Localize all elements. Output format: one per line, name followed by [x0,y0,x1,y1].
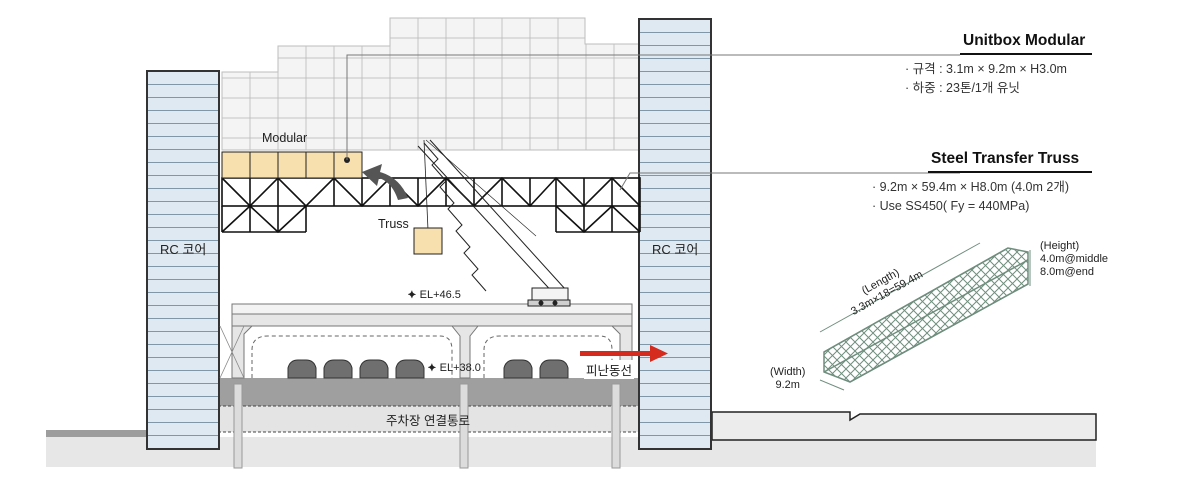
width-value: 9.2m [775,379,800,391]
leader-lines [346,54,960,191]
truss-spec-material: · Use SS450( Fy = 440MPa) [872,199,1030,213]
unitbox-spec-size: · 규격 : 3.1m × 9.2m × H3.0m [905,62,1067,76]
unitbox-underline [960,53,1092,55]
elevation-icon: ⯌ [408,289,420,301]
hoisting-arrow [362,164,408,200]
width-annotation: (Width) 9.2m [770,366,805,392]
height-end: 8.0m@end [1040,266,1094,278]
evacuation-label: 피난동선 [584,360,635,379]
parked-cars [287,359,569,379]
truss-label: Truss [378,217,409,231]
unitbox-spec-load: · 하중 : 23톤/1개 유닛 [905,81,1020,95]
elevation-upper-text: EL+46.5 [419,289,461,301]
parking-passage-label: 주차장 연결통로 [386,414,470,428]
height-annotation: (Height) 4.0m@middle 8.0m@end [1040,240,1108,279]
elevation-lower: ⯌ EL+38.0 [428,362,481,375]
iso-truss [819,242,1031,391]
truss-spec-title: Steel Transfer Truss [931,150,1080,167]
unitbox-title: Unitbox Modular [963,32,1086,49]
crane [417,139,571,307]
rc-core-left-label: RC 코어 [160,242,207,257]
deck-slab [219,303,633,379]
transfer-truss [221,176,641,234]
height-label: (Height) [1040,240,1080,252]
width-label: (Width) [770,366,806,378]
truss-spec-underline [928,171,1092,173]
truss-specs: · 9.2m × 59.4m × H8.0m (4.0m 2개) · Use S… [872,178,1069,216]
ground [46,378,1097,469]
modular-units [221,151,363,179]
modular-label: Modular [262,131,308,145]
elevation-lower-text: EL+38.0 [439,362,481,374]
rc-core-left [146,70,220,450]
height-middle: 4.0m@middle [1040,253,1109,265]
elevation-icon: ⯌ [428,362,440,374]
truss-spec-size: · 9.2m × 59.4m × H8.0m (4.0m 2개) [872,180,1069,194]
evacuation-arrow [580,345,668,362]
unitbox-specs: · 규격 : 3.1m × 9.2m × H3.0m · 하중 : 23톤/1개… [905,60,1067,98]
rc-core-right [638,18,712,450]
elevation-upper: ⯌ EL+46.5 [408,289,461,302]
rc-core-right-label: RC 코어 [652,242,699,257]
lifted-modular-unit [413,227,443,255]
